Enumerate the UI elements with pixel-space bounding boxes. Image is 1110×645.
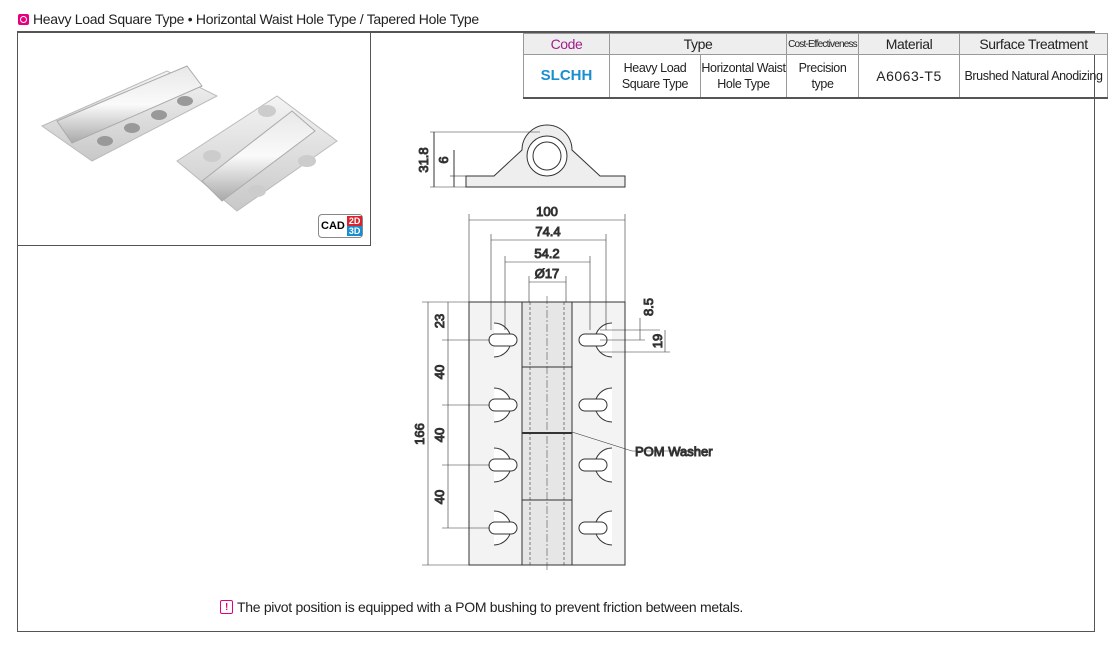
dim-spacing-2: 40 — [432, 428, 447, 442]
header-cost: Cost-Effectiveness — [786, 33, 859, 55]
dim-height-plate: 6 — [436, 156, 451, 163]
dim-slot-length: 19 — [650, 334, 665, 348]
note-text: The pivot position is equipped with a PO… — [237, 599, 744, 615]
waist-hole — [488, 458, 518, 472]
dim-height-total: 31.8 — [416, 147, 431, 172]
cell-type2: Horizontal Waist Hole Type — [700, 54, 787, 99]
waist-hole — [578, 521, 608, 535]
spec-data-row: SLCHH Heavy Load Square Type Horizontal … — [523, 54, 1108, 99]
pom-washer-label: POM Washer — [635, 444, 713, 459]
header-code: Code — [523, 33, 610, 55]
content-frame — [17, 31, 1095, 632]
product-photo — [17, 31, 371, 246]
cad-2d[interactable]: 2D — [346, 216, 363, 226]
dim-length: 166 — [412, 423, 427, 445]
cell-surface: Brushed Natural Anodizing — [959, 54, 1108, 99]
hinge-photo-illustration — [40, 65, 338, 212]
header-type: Type — [609, 33, 787, 55]
waist-hole — [488, 521, 518, 535]
header-surface: Surface Treatment — [959, 33, 1108, 55]
header-material: Material — [858, 33, 960, 55]
dim-width: 100 — [536, 204, 558, 219]
dim-edge: 23 — [432, 314, 447, 328]
spec-table: Code Type Cost-Effectiveness Material Su… — [523, 33, 1108, 99]
cell-type1: Heavy Load Square Type — [609, 54, 701, 99]
waist-hole — [488, 333, 518, 347]
top-view — [430, 124, 626, 188]
dim-spacing-1: 40 — [432, 365, 447, 379]
cell-cost: Precision type — [786, 54, 859, 99]
warning-icon: ! — [220, 600, 233, 614]
cell-material: A6063-T5 — [858, 54, 960, 99]
spec-header-row: Code Type Cost-Effectiveness Material Su… — [523, 33, 1108, 55]
cad-3d[interactable]: 3D — [346, 226, 363, 236]
cad-label: CAD — [321, 220, 345, 232]
waist-hole — [488, 398, 518, 412]
note: ! The pivot position is equipped with a P… — [220, 599, 743, 615]
waist-holes — [488, 322, 613, 546]
title-text: Heavy Load Square Type • Horizontal Wais… — [33, 11, 479, 27]
dim-spacing-3: 40 — [432, 490, 447, 504]
waist-hole — [578, 458, 608, 472]
dim-pitch-outer: 74.4 — [535, 224, 560, 239]
dim-slot-offset: 8.5 — [641, 298, 656, 316]
cell-code[interactable]: SLCHH — [523, 54, 610, 99]
circle-bullet-icon — [18, 13, 29, 25]
waist-hole — [578, 398, 608, 412]
dim-pitch-inner: 54.2 — [534, 246, 559, 261]
section-title: Heavy Load Square Type • Horizontal Wais… — [18, 11, 479, 27]
dim-pivot-diameter: Ø17 — [535, 266, 560, 281]
